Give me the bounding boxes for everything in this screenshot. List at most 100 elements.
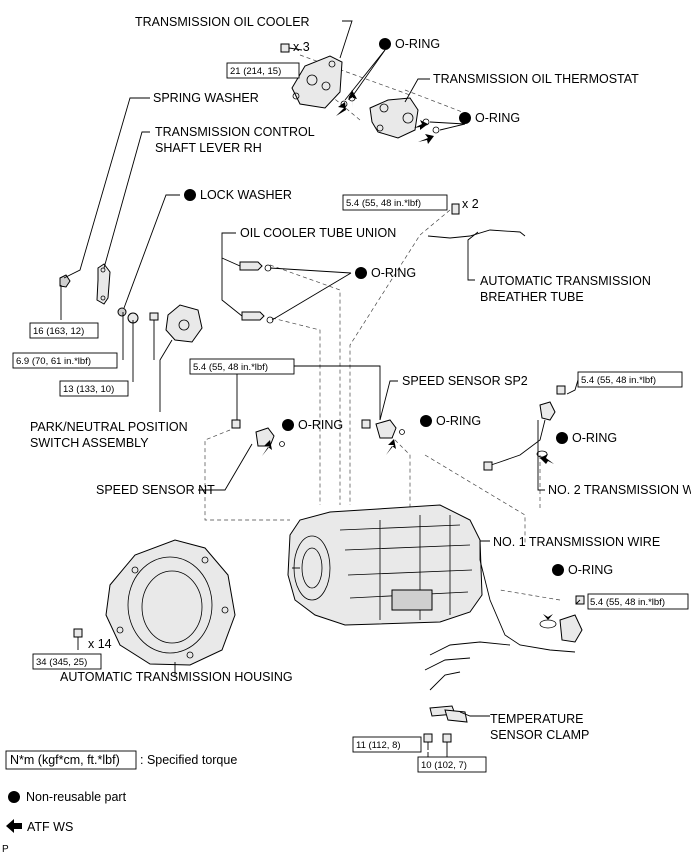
arrow-icon (418, 134, 434, 144)
label-breather-tube-line2: BREATHER TUBE (480, 290, 584, 304)
label-park-neutral-switch-line2: SWITCH ASSEMBLY (30, 436, 149, 450)
oil-cooler-tube-union-lower (241, 311, 265, 321)
label-o-ring-speed-sensor-nt: O-RING (298, 418, 343, 432)
svg-text:11 (112, 8): 11 (112, 8) (356, 740, 401, 751)
label-automatic-transmission-housing: AUTOMATIC TRANSMISSION HOUSING (60, 670, 293, 684)
cooler-bolt (280, 43, 303, 53)
arrow-icon (348, 90, 357, 108)
svg-text:5.4 (55, 48 in.*lbf): 5.4 (55, 48 in.*lbf) (581, 375, 656, 386)
label-spring-washer: SPRING WASHER (153, 91, 259, 105)
speed-sensor-nt-part (231, 419, 285, 447)
non-reusable-markers (184, 38, 568, 576)
non-reusable-dot (355, 267, 367, 279)
arrow-icon (543, 608, 553, 620)
torque-box-housing: 34 (345, 25) (32, 653, 102, 670)
svg-text:5.4 (55, 48 in.*lbf): 5.4 (55, 48 in.*lbf) (193, 362, 268, 373)
non-reusable-dot (282, 419, 294, 431)
label-transmission-control-shaft-lever-line1: TRANSMISSION CONTROL (155, 125, 315, 139)
torque-box-breather: 5.4 (55, 48 in.*lbf) (342, 194, 448, 211)
atf-ws-arrows (262, 90, 554, 620)
park-neutral-position-switch-part (165, 304, 203, 343)
label-temperature-sensor-clamp-line2: SENSOR CLAMP (490, 728, 589, 742)
legend-torque: N*m (kgf*cm, ft.*lbf) : Specified torque (5, 750, 237, 770)
non-reusable-dot (552, 564, 564, 576)
thermostat-o-ring-2 (432, 126, 440, 134)
label-transmission-oil-thermostat: TRANSMISSION OIL THERMOSTAT (433, 72, 639, 86)
label-o-ring-no1-wire: O-RING (568, 563, 613, 577)
oil-cooler-tube-union-upper (239, 261, 263, 271)
svg-text:5.4 (55, 48 in.*lbf): 5.4 (55, 48 in.*lbf) (590, 597, 665, 608)
label-speed-sensor-nt: SPEED SENSOR NT (96, 483, 215, 497)
label-park-neutral-switch-line1: PARK/NEUTRAL POSITION (30, 420, 188, 434)
label-lock-washer: LOCK WASHER (200, 188, 292, 202)
label-breather-tube-line1: AUTOMATIC TRANSMISSION (480, 274, 651, 288)
automatic-transmission-body (287, 504, 483, 626)
label-no1-transmission-wire: NO. 1 TRANSMISSION WIRE (493, 535, 660, 549)
spring-washer-part (59, 274, 71, 288)
legend-torque-unit: N*m (kgf*cm, ft.*lbf) (10, 753, 120, 767)
speed-sensor-sp2-part (361, 419, 405, 439)
label-o-ring-tube-union: O-RING (371, 266, 416, 280)
arrow-icon (386, 439, 396, 455)
arrow-icon (262, 440, 272, 456)
svg-text:16 (163, 12): 16 (163, 12) (33, 326, 84, 337)
transmission-oil-thermostat-part (369, 97, 419, 139)
arrow-icon (540, 454, 554, 464)
lock-washer-part (117, 307, 127, 317)
no2-transmission-wire-part (483, 385, 566, 471)
label-transmission-control-shaft-lever-line2: SHAFT LEVER RH (155, 141, 262, 155)
label-transmission-oil-cooler: TRANSMISSION OIL COOLER (135, 15, 310, 29)
transmission-oil-cooler-part (291, 55, 343, 109)
non-reusable-dot (379, 38, 391, 50)
svg-text:34 (345, 25): 34 (345, 25) (36, 657, 87, 668)
torque-box-cooler: 21 (214, 15) (226, 62, 300, 79)
label-no2-transmission-wire: NO. 2 TRANSMISSION WIRE (548, 483, 691, 497)
svg-text:5.4 (55, 48 in.*lbf): 5.4 (55, 48 in.*lbf) (346, 198, 421, 209)
torque-box-clamp-10: 10 (102, 7) (417, 756, 487, 773)
tube-union-o-ring-2 (266, 316, 274, 324)
torque-box-bolt-13: 13 (133, 10) (59, 380, 129, 397)
label-o-ring-cooler: O-RING (395, 37, 440, 51)
non-reusable-dot (556, 432, 568, 444)
label-o-ring-no2-wire: O-RING (572, 431, 617, 445)
legend-atf-ws-text: ATF WS (27, 820, 73, 834)
label-temperature-sensor-clamp-line1: TEMPERATURE (490, 712, 584, 726)
non-reusable-dot (459, 112, 471, 124)
automatic-transmission-housing-part (105, 539, 236, 666)
non-reusable-dot-icon (8, 791, 20, 803)
svg-text:10 (102, 7): 10 (102, 7) (421, 760, 467, 771)
torque-box-speed-sensors: 5.4 (55, 48 in.*lbf) (189, 358, 295, 375)
non-reusable-dot (184, 189, 196, 201)
housing-bolt (73, 628, 83, 650)
legend-torque-desc: : Specified torque (140, 753, 237, 767)
torque-box-no2-wire: 5.4 (55, 48 in.*lbf) (577, 371, 683, 388)
legend-non-reusable-text: Non-reusable part (26, 790, 127, 804)
switch-bolt (149, 312, 159, 321)
cooler-bolt-quantity: x 3 (293, 40, 310, 54)
legend-non-reusable: Non-reusable part (8, 790, 127, 804)
arrow-left-icon (6, 819, 22, 833)
arrow-icon (336, 102, 346, 116)
torque-box-no1-wire: 5.4 (55, 48 in.*lbf) (587, 593, 689, 610)
label-o-ring-speed-sensor-sp2: O-RING (436, 414, 481, 428)
arrow-icon (414, 120, 428, 130)
figure-code: P (2, 844, 9, 855)
legend: N*m (kgf*cm, ft.*lbf) : Specified torque… (2, 750, 237, 855)
label-oil-cooler-tube-union: OIL COOLER TUBE UNION (240, 226, 396, 240)
label-o-ring-thermostat: O-RING (475, 111, 520, 125)
svg-text:6.9 (70, 61 in.*lbf): 6.9 (70, 61 in.*lbf) (16, 356, 91, 367)
svg-text:21 (214, 15): 21 (214, 15) (230, 66, 281, 77)
temperature-sensor-clamp-part (423, 705, 468, 756)
torque-box-clamp-11: 11 (112, 8) (352, 736, 422, 753)
transmission-control-shaft-lever-part (96, 263, 111, 305)
legend-atf-ws: ATF WS (6, 819, 73, 834)
breather-bolt-quantity: x 2 (462, 197, 479, 211)
non-reusable-dot (420, 415, 432, 427)
label-speed-sensor-sp2: SPEED SENSOR SP2 (402, 374, 528, 388)
svg-text:13 (133, 10): 13 (133, 10) (63, 384, 114, 395)
housing-bolt-quantity: x 14 (88, 637, 112, 651)
torque-box-nut-16: 16 (163, 12) (29, 322, 99, 339)
torque-box-nut-69: 6.9 (70, 61 in.*lbf) (12, 352, 118, 369)
automatic-transmission-breather-tube-part (427, 203, 526, 239)
